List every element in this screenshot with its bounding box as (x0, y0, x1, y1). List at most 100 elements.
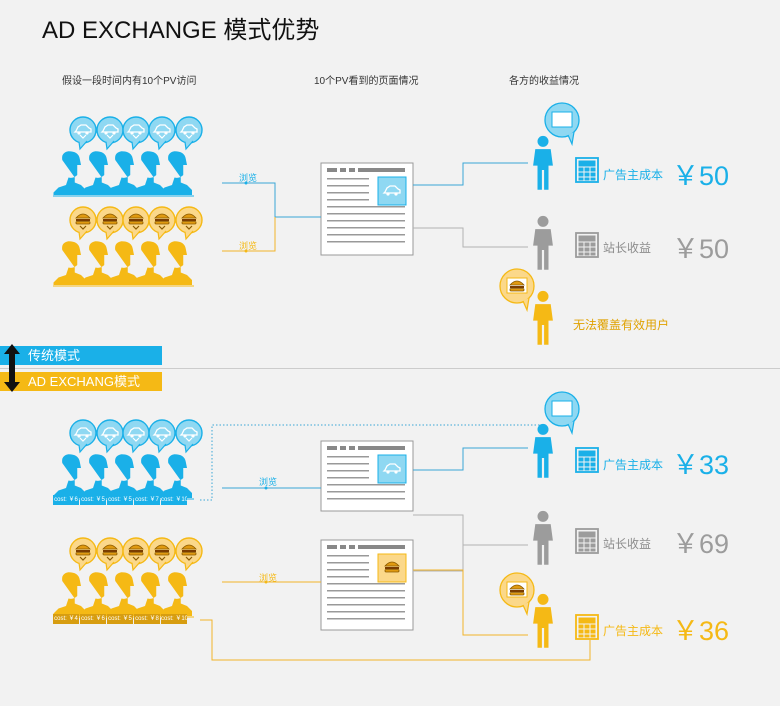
adx-blue-person-2 (80, 454, 113, 498)
trad-uncovered-person (533, 290, 553, 345)
adx-advertiser1-bubble-icon (544, 391, 580, 436)
trad-yellow-person-5 (159, 241, 192, 285)
adx-yellow-person-1 (53, 572, 86, 616)
trad-line-yellow (222, 217, 276, 252)
traditional-advertiser-cost-label: 广告主成本 (603, 168, 664, 182)
adx-blue-cost-tag-4: cost: ￥7 (134, 495, 160, 505)
adx-yellow-person-3 (106, 572, 139, 616)
trad-line-to-advertiser (413, 162, 528, 186)
adx-blue-person-5 (159, 454, 192, 498)
page-title: AD EXCHANGE 模式优势 (42, 17, 320, 44)
adx-advertiser2-label: 广告主成本 (603, 624, 664, 638)
trad-publisher-person (533, 215, 553, 270)
adx-advertiser2-person (533, 593, 553, 648)
adx-yellow-cost-tag-4: cost: ￥8 (134, 614, 160, 624)
section-divider (0, 368, 780, 369)
traditional-publisher-label: 站长收益 (603, 241, 652, 255)
adx-advertiser1-calculator-icon (575, 447, 599, 473)
adx-webpage-blue (320, 440, 414, 512)
adx-yellow-cost-tag-2: cost: ￥6 (80, 614, 106, 624)
adx-publisher-person (533, 510, 553, 565)
legend-traditional-label: 传统模式 (28, 348, 81, 363)
adx-dotted-yellow (200, 619, 591, 661)
adx-blue-cost-tag-2: cost: ￥5 (80, 495, 106, 505)
adx-blue-person-4 (132, 454, 165, 498)
adx-yellow-person-2 (80, 572, 113, 616)
adx-advertiser1-label: 广告主成本 (603, 458, 664, 472)
adx-yellow-cost-tag-3: cost: ￥5 (107, 614, 133, 624)
trad-blue-bubble-4 (148, 116, 176, 151)
trad-line-blue (222, 182, 321, 218)
trad-advertiser-bubble-icon (544, 102, 580, 147)
adx-yellow-bubble-1 (69, 537, 97, 572)
trad-blue-bubble-3 (122, 116, 150, 151)
trad-blue-bubble-5 (175, 116, 203, 151)
trad-blue-person-5 (159, 151, 192, 195)
adx-blue-bubble-2 (96, 419, 124, 454)
adx-blue-bubble-1 (69, 419, 97, 454)
adx-blue-person-3 (106, 454, 139, 498)
adx-line-to-advertiser1 (413, 447, 528, 471)
trad-yellow-bubble-3 (122, 206, 150, 241)
adx-blue-cost-tag-1: cost: ￥6 (53, 495, 79, 505)
trad-yellow-person-2 (80, 241, 113, 285)
browse-label-blue-bottom: 浏览 (259, 477, 278, 487)
traditional-publisher-value: ￥50 (672, 234, 730, 264)
adx-line-to-advertiser2 (413, 569, 528, 636)
browse-label-yellow-top: 浏览 (239, 241, 258, 251)
adx-yellow-bubble-2 (96, 537, 124, 572)
trad-yellow-bubble-5 (175, 206, 203, 241)
adx-publisher-calculator-icon (575, 528, 599, 554)
legend-adexchange: AD EXCHANG模式 (0, 372, 162, 391)
trad-yellow-bubble-2 (96, 206, 124, 241)
adx-yellow-bubble-4 (148, 537, 176, 572)
trad-yellow-person-3 (106, 241, 139, 285)
tick-3 (264, 486, 268, 490)
adx-advertiser2-calculator-icon (575, 614, 599, 640)
adx-line-to-publisher-b (413, 545, 464, 572)
adx-yellow-person-4 (132, 572, 165, 616)
trad-yellow-bubble-1 (69, 206, 97, 241)
traditional-advertiser-cost-value: ￥50 (672, 161, 730, 191)
adx-yellow-bubble-3 (122, 537, 150, 572)
column-header-pages: 10个PV看到的页面情况 (314, 76, 419, 87)
adx-blue-cost-tag-5: cost: ￥10 (161, 495, 187, 505)
legend-traditional: 传统模式 (0, 346, 162, 365)
adx-publisher-value: ￥69 (672, 529, 730, 559)
trad-line-to-publisher (413, 227, 528, 248)
trad-blue-person-1 (53, 151, 86, 195)
trad-blue-person-3 (106, 151, 139, 195)
adx-webpage-yellow (320, 539, 414, 631)
adx-blue-bubble-5 (175, 419, 203, 454)
legend-adexchange-label: AD EXCHANG模式 (28, 374, 140, 389)
trad-uncovered-bubble-icon (499, 268, 535, 313)
adx-advertiser2-bubble-icon (499, 572, 535, 617)
adx-publisher-label: 站长收益 (603, 537, 652, 551)
adx-line-to-publisher-a (413, 514, 528, 546)
adx-advertiser2-value: ￥36 (672, 616, 730, 646)
adx-blue-bubble-4 (148, 419, 176, 454)
traditional-uncovered-label: 无法覆盖有效用户 (573, 318, 670, 332)
tick-1 (244, 181, 248, 185)
adx-advertiser1-person (533, 423, 553, 478)
trad-yellow-bubble-4 (148, 206, 176, 241)
trad-yellow-person-1 (53, 241, 86, 285)
trad-advertiser-person (533, 135, 553, 190)
trad-blue-person-4 (132, 151, 165, 195)
adx-yellow-cost-tag-1: cost: ￥4 (53, 614, 79, 624)
adx-blue-cost-tag-3: cost: ￥5 (107, 495, 133, 505)
tick-2 (244, 249, 248, 253)
adx-dotted-blue (200, 424, 545, 501)
adx-yellow-bubble-5 (175, 537, 203, 572)
adx-blue-person-1 (53, 454, 86, 498)
trad-blue-bubble-1 (69, 116, 97, 151)
trad-blue-person-2 (80, 151, 113, 195)
trad-yellow-person-4 (132, 241, 165, 285)
adx-advertiser1-value: ￥33 (672, 450, 730, 480)
trad-publisher-calculator-icon (575, 232, 599, 258)
adx-yellow-person-5 (159, 572, 192, 616)
adx-blue-bubble-3 (122, 419, 150, 454)
double-arrow-icon (4, 344, 20, 392)
tick-4 (264, 580, 268, 584)
